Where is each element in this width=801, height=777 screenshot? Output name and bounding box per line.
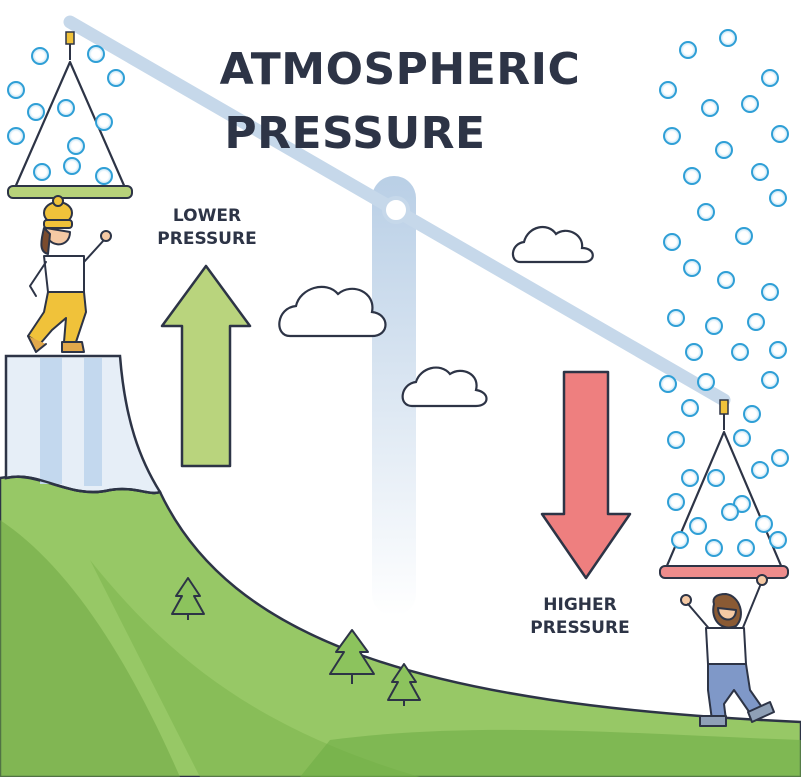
higher-pressure-label-line-2: PRESSURE	[530, 617, 630, 638]
page-title-line-1: ATMOSPHERIC	[219, 44, 581, 95]
air-molecule-icon	[747, 313, 765, 331]
air-molecule-icon	[717, 271, 735, 289]
air-molecule-icon	[33, 163, 51, 181]
air-molecule-icon	[719, 29, 737, 47]
air-molecule-icon	[671, 531, 689, 549]
air-molecule-icon	[107, 69, 125, 87]
air-molecule-icon	[679, 41, 697, 59]
air-molecule-icon	[769, 531, 787, 549]
up-arrow-icon	[160, 264, 252, 468]
air-molecule-icon	[705, 539, 723, 557]
air-molecule-icon	[57, 99, 75, 117]
air-molecule-icon	[659, 81, 677, 99]
air-molecule-icon	[715, 141, 733, 159]
air-molecule-icon	[683, 167, 701, 185]
air-molecule-icon	[769, 189, 787, 207]
lower-pressure-label-line-1: LOWER	[172, 206, 242, 226]
air-molecule-icon	[769, 341, 787, 359]
air-molecule-icon	[659, 375, 677, 393]
down-arrow-icon	[540, 370, 632, 580]
air-molecule-icon	[667, 431, 685, 449]
air-molecule-icon	[667, 493, 685, 511]
lower-pressure-label: LOWER PRESSURE	[132, 205, 282, 251]
higher-pressure-label-line-1: HIGHER	[543, 595, 617, 615]
air-molecule-icon	[689, 517, 707, 535]
tree-icon	[329, 629, 375, 684]
air-molecule-icon	[735, 227, 753, 245]
air-molecule-icon	[731, 343, 749, 361]
air-molecule-icon	[67, 137, 85, 155]
higher-pressure-label: HIGHER PRESSURE	[505, 594, 655, 640]
air-molecule-icon	[95, 113, 113, 131]
air-molecule-icon	[667, 309, 685, 327]
air-molecule-icon	[705, 317, 723, 335]
air-molecule-icon	[681, 469, 699, 487]
air-molecule-icon	[743, 405, 761, 423]
air-molecule-icon	[7, 81, 25, 99]
lower-pressure-label-line-2: PRESSURE	[157, 228, 257, 249]
person-icon	[27, 195, 112, 353]
cloud-icon	[401, 366, 488, 408]
air-molecule-icon	[761, 371, 779, 389]
air-molecule-icon	[31, 47, 49, 65]
air-molecule-icon	[663, 233, 681, 251]
air-molecule-icon	[681, 399, 699, 417]
page-title-line-2: PRESSURE	[224, 108, 486, 159]
hook-icon	[65, 31, 75, 45]
air-molecule-icon	[697, 203, 715, 221]
air-molecule-icon	[697, 373, 715, 391]
air-molecule-icon	[95, 167, 113, 185]
hill-landscape	[0, 475, 801, 777]
cloud-icon	[278, 285, 387, 338]
tree-icon	[387, 663, 421, 706]
air-molecule-icon	[663, 127, 681, 145]
air-molecule-icon	[755, 515, 773, 533]
cliff	[4, 354, 162, 495]
air-molecule-icon	[741, 95, 759, 113]
air-molecule-icon	[771, 125, 789, 143]
air-molecule-icon	[751, 163, 769, 181]
air-molecule-icon	[87, 45, 105, 63]
scale-pillar	[372, 176, 416, 616]
air-molecule-icon	[721, 503, 739, 521]
air-molecule-icon	[685, 343, 703, 361]
air-molecule-icon	[771, 449, 789, 467]
higher-pressure-pan	[659, 399, 789, 579]
air-molecule-icon	[27, 103, 45, 121]
scale-beam	[63, 15, 731, 407]
air-molecule-icon	[751, 461, 769, 479]
tree-icon	[171, 577, 205, 620]
air-molecules	[7, 29, 789, 557]
cloud-icon	[511, 225, 594, 264]
hook-icon	[719, 399, 729, 415]
person-icon	[680, 574, 775, 727]
air-molecule-icon	[63, 157, 81, 175]
air-molecule-icon	[683, 259, 701, 277]
air-molecule-icon	[733, 429, 751, 447]
air-molecule-icon	[761, 283, 779, 301]
air-molecule-icon	[761, 69, 779, 87]
air-molecule-icon	[701, 99, 719, 117]
air-molecule-icon	[7, 127, 25, 145]
air-molecule-icon	[737, 539, 755, 557]
lower-pressure-pan	[7, 31, 133, 199]
air-molecule-icon	[707, 469, 725, 487]
